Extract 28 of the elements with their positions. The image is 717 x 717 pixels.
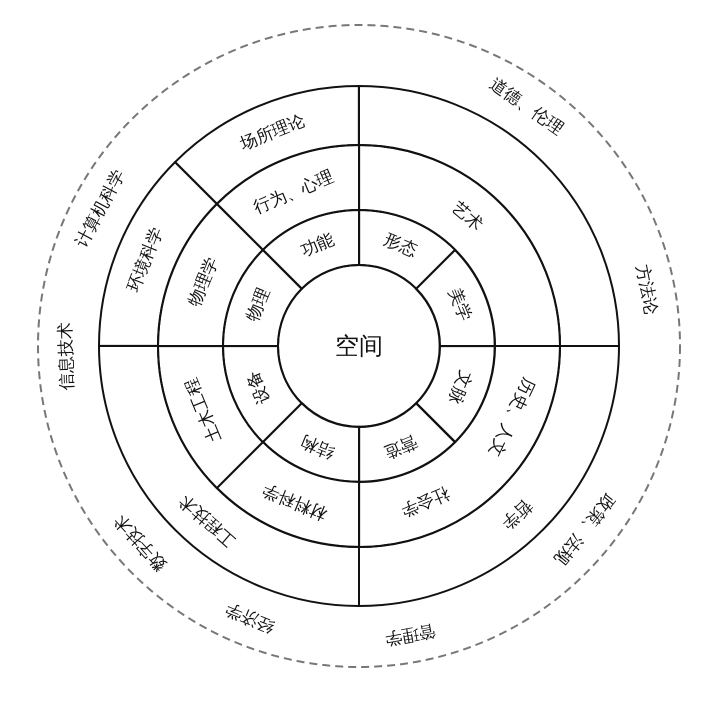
segment-label: 营造 [381, 431, 420, 460]
segment-label: 结构 [298, 431, 337, 460]
segment-label: 哲学 [498, 496, 534, 532]
segment-label: 功能 [298, 232, 337, 261]
outer-label: 道德、伦理 [486, 75, 566, 138]
segment-label: 材料科学 [260, 480, 330, 522]
segment-label: 工程技术 [176, 490, 240, 548]
outer-label: 政策、法规 [551, 490, 618, 567]
segment-label: 文脉 [444, 368, 474, 406]
segment-label: 设备 [244, 368, 274, 406]
dashed-circle [36, 23, 682, 669]
segment-label: 土木工程 [182, 376, 225, 445]
segment-label: 场所理论 [238, 112, 308, 154]
segment-label: 社会学 [398, 482, 452, 518]
center-label: 空间 [335, 334, 383, 358]
segment-label: 形态 [381, 232, 420, 261]
outer-label: 数字技术 [112, 511, 170, 573]
segment-label: 美学 [444, 286, 474, 324]
segment-label: 历史、人文 [486, 374, 537, 460]
outer-label: 管理学 [383, 620, 436, 646]
center-circle [276, 263, 442, 429]
segment-label: 物理学 [186, 254, 222, 308]
segment-label: 行为、心理 [252, 168, 337, 218]
outer-label: 信息技术 [58, 322, 77, 390]
segment-label: 物理 [244, 286, 274, 324]
outer-label: 经济学 [222, 599, 276, 634]
outer-label: 方法论 [632, 264, 659, 317]
segment-label: 艺术 [448, 200, 486, 235]
